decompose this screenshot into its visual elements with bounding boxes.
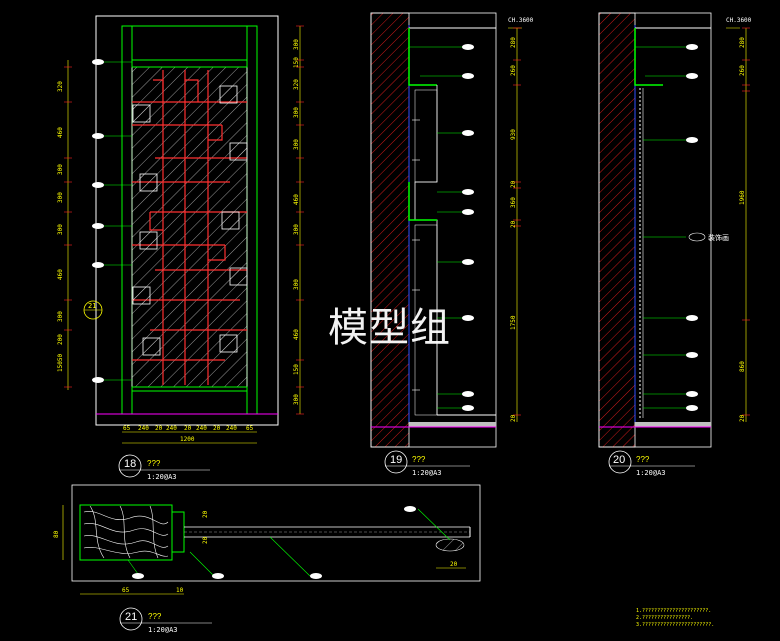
dim-bottom-6: 240 [196, 425, 207, 432]
dim-left-6: 460 [57, 269, 64, 280]
drawing-20-dim-2: 260 [739, 65, 746, 76]
drawing-19-dim-2: 260 [510, 65, 517, 76]
dim-bottom-8: 240 [226, 425, 237, 432]
drawing-21-dim-1: 80 [53, 530, 60, 538]
dim-left-9: 15050 [57, 354, 64, 372]
section-19: CH.3600 280 [370, 12, 534, 477]
drawing-20-dim-3: 1960 [739, 190, 746, 205]
drawing-19-ceiling-height: CH.3600 [508, 17, 534, 24]
dim-bottom-3: 20 [155, 425, 163, 432]
section-marker-21: 21 [88, 302, 96, 310]
drawing-19-dim-3: 930 [510, 129, 517, 140]
drawing-19-dim-6: 20 [510, 220, 517, 228]
drawing-19-dim-8: 20 [510, 414, 517, 422]
dim-bottom-5: 20 [184, 425, 192, 432]
dim-left-3: 300 [57, 164, 64, 175]
drawing-20-scale: 1:20@A3 [636, 469, 666, 477]
drawing-21-dim-6: 20 [450, 561, 458, 568]
drawing-19-title: ??? [412, 455, 426, 464]
drawing-20-dim-4: 860 [739, 361, 746, 372]
dim-bottom-4: 240 [166, 425, 177, 432]
drawing-20-dim-1: 280 [739, 37, 746, 48]
dim-right-6: 460 [293, 194, 300, 205]
dim-right-2: 150 [293, 57, 300, 68]
dim-left-8: 200 [57, 334, 64, 345]
dim-left-5: 300 [57, 224, 64, 235]
drawing-19-dim-1: 280 [510, 37, 517, 48]
drawing-20-number: 20 [613, 454, 625, 466]
dim-bottom-2: 240 [138, 425, 149, 432]
dim-right-8: 300 [293, 279, 300, 290]
plan-21: 80 65 10 20 20 20 21 ??? 1:20@A3 [53, 484, 481, 634]
dim-right-3: 320 [293, 79, 300, 90]
drawing-18-scale: 1:20@A3 [147, 473, 177, 481]
drawing-18-title: ??? [147, 459, 161, 468]
drawing-18-number: 18 [124, 458, 136, 470]
dim-left-1: 320 [57, 81, 64, 92]
dim-bottom-7: 20 [213, 425, 221, 432]
dim-left-4: 300 [57, 192, 64, 203]
drawing-20-label: 装饰画 [708, 233, 729, 242]
drawing-21-dim-4: 20 [202, 510, 209, 518]
dim-right-1: 300 [293, 39, 300, 50]
section-20: CH.3600 装饰画 280 260 196 [598, 12, 752, 477]
dim-right-4: 300 [293, 107, 300, 118]
note-1: 1.??????????????????????. [636, 608, 711, 614]
drawing-19-dim-5: 360 [510, 197, 517, 208]
dim-bottom-9: 65 [246, 425, 254, 432]
dim-right-10: 150 [293, 364, 300, 375]
drawing-21-scale: 1:20@A3 [148, 626, 178, 634]
drawing-20-ceiling-height: CH.3600 [726, 17, 752, 24]
note-2: 2.????????????????. [636, 615, 693, 621]
dim-left-2: 460 [57, 127, 64, 138]
dim-bottom-1: 65 [123, 425, 131, 432]
drawing-20-title: ??? [636, 455, 650, 464]
dim-right-5: 300 [293, 139, 300, 150]
drawing-19-scale: 1:20@A3 [412, 469, 442, 477]
drawing-19-number: 19 [390, 454, 402, 466]
drawing-19-dim-7: 1750 [510, 315, 517, 330]
drawing-20-dim-5: 20 [739, 414, 746, 422]
dim-left-7: 300 [57, 311, 64, 322]
drawing-21-title: ??? [148, 612, 162, 621]
watermark: 模型组 [328, 305, 451, 351]
dim-right-9: 460 [293, 329, 300, 340]
drawing-19-dim-4: 20 [510, 180, 517, 188]
drawing-21-dim-3: 10 [176, 587, 184, 594]
drawing-21-dim-5: 20 [202, 536, 209, 544]
drawing-21-dim-2: 65 [122, 587, 130, 594]
note-3: 3.???????????????????????. [636, 622, 714, 628]
dim-right-7: 300 [293, 224, 300, 235]
drawing-21-number: 21 [125, 611, 137, 623]
elevation-18: 320 460 300 300 300 460 300 200 15050 [57, 15, 304, 481]
dim-overall-width: 1200 [180, 436, 195, 443]
general-notes: 1.??????????????????????. 2.????????????… [636, 608, 714, 628]
dim-right-11: 300 [293, 394, 300, 405]
